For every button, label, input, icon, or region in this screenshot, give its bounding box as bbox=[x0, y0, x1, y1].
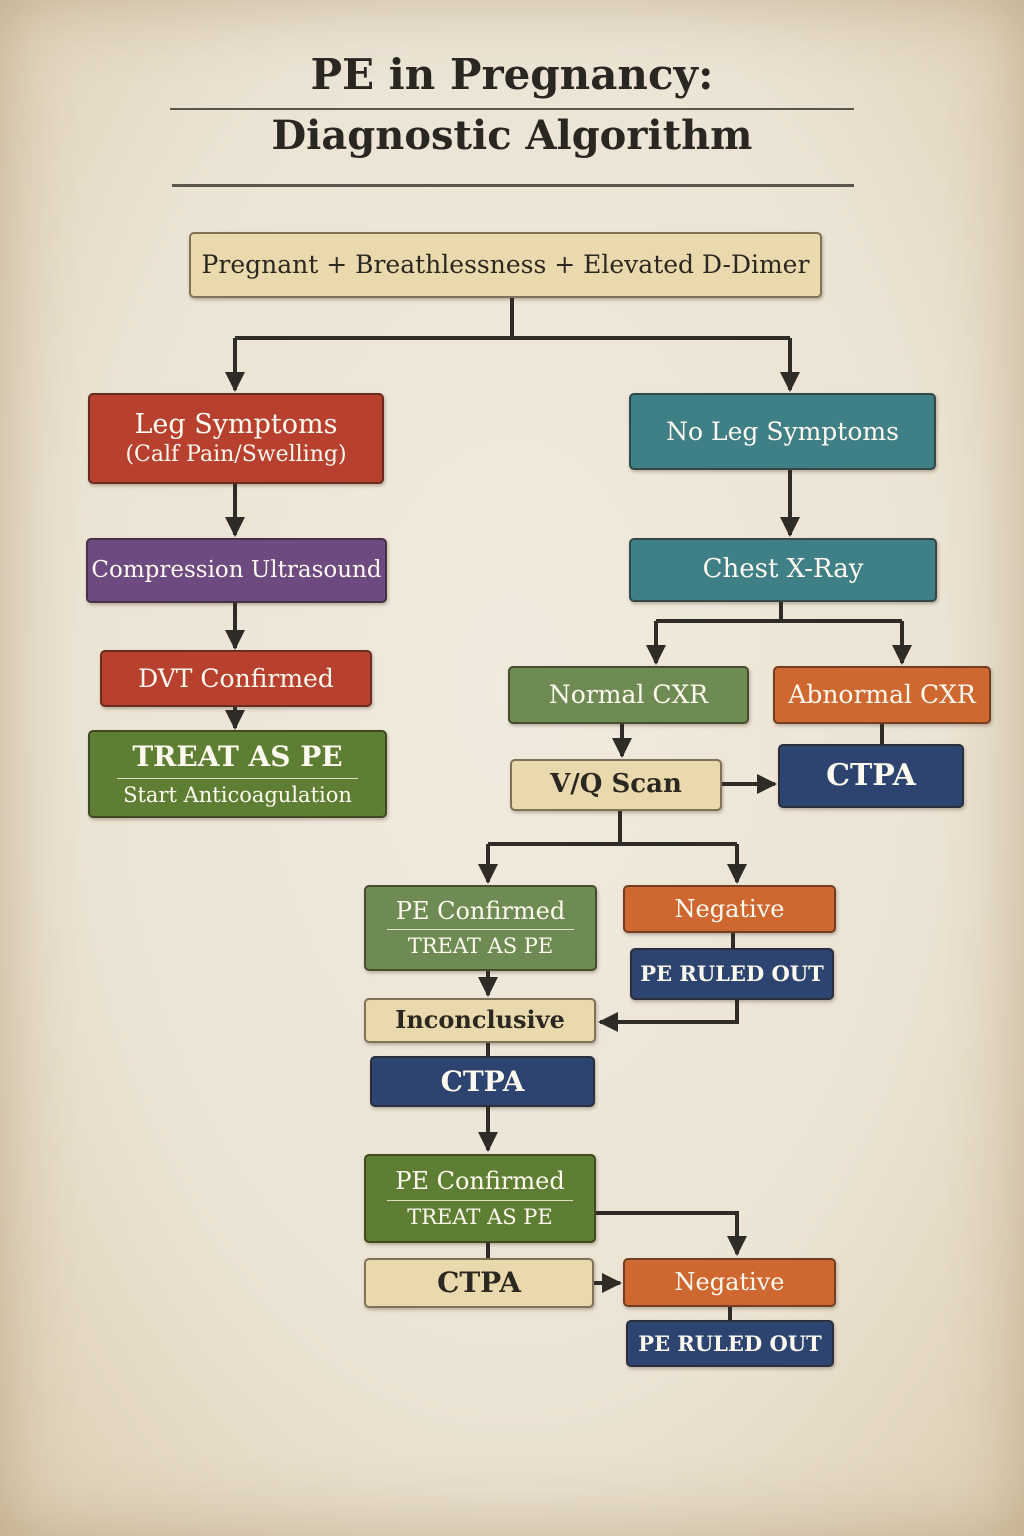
ctpa-pe-confirmed-label: PE Confirmed bbox=[395, 1167, 565, 1195]
compression-ultrasound-label: Compression Ultrasound bbox=[91, 556, 382, 583]
treat-divider bbox=[116, 777, 359, 779]
normal-cxr-box: Normal CXR bbox=[508, 666, 749, 724]
arrow-to-inconclusive bbox=[598, 1000, 739, 1032]
no-leg-symptoms-label: No Leg Symptoms bbox=[666, 416, 899, 446]
dvt-confirmed-box: DVT Confirmed bbox=[100, 650, 372, 707]
normal-cxr-label: Normal CXR bbox=[548, 680, 709, 709]
ctpa-treat-label: TREAT AS PE bbox=[407, 1204, 553, 1229]
vq-negative-box: Negative bbox=[623, 885, 836, 933]
title-underline bbox=[172, 184, 854, 187]
abnormal-cxr-box: Abnormal CXR bbox=[773, 666, 991, 724]
vq-pe-divider bbox=[386, 929, 575, 931]
page-subtitle: Diagnostic Algorithm bbox=[271, 112, 753, 159]
vq-pe-confirmed-box: PE Confirmed TREAT AS PE bbox=[364, 885, 597, 971]
ctpa-main-label: CTPA bbox=[440, 1064, 525, 1098]
leg-symptoms-box: Leg Symptoms (Calf Pain/Swelling) bbox=[88, 393, 384, 484]
inconclusive-label: Inconclusive bbox=[395, 1005, 565, 1035]
vq-pe-ruled-out-box: PE RULED OUT bbox=[630, 948, 834, 1000]
vq-scan-box: V/Q Scan bbox=[510, 759, 722, 811]
vq-scan-label: V/Q Scan bbox=[550, 769, 682, 800]
dvt-confirmed-label: DVT Confirmed bbox=[138, 663, 334, 693]
inconclusive-box: Inconclusive bbox=[364, 998, 596, 1043]
title-divider bbox=[170, 108, 854, 110]
ctpa-pe-divider bbox=[386, 1199, 574, 1201]
ctpa-abnormal-box: CTPA bbox=[778, 744, 964, 808]
vq-pe-confirmed-label: PE Confirmed bbox=[395, 896, 566, 925]
chest-xray-label: Chest X-Ray bbox=[702, 554, 864, 585]
ctpa-negative-box: Negative bbox=[623, 1258, 836, 1307]
ctpa-pe-confirmed-box: PE Confirmed TREAT AS PE bbox=[364, 1154, 596, 1243]
vq-treat-label: TREAT AS PE bbox=[407, 934, 554, 959]
treat-as-pe-box: TREAT AS PE Start Anticoagulation bbox=[88, 730, 387, 818]
start-criteria-label: Pregnant + Breathlessness + Elevated D-D… bbox=[201, 250, 810, 279]
treat-as-pe-label: TREAT AS PE bbox=[132, 740, 343, 774]
leg-symptoms-label: Leg Symptoms bbox=[134, 409, 338, 441]
ctpa-pe-ruled-out-label: PE RULED OUT bbox=[638, 1330, 822, 1356]
ctpa-followup-label: CTPA bbox=[437, 1266, 521, 1300]
start-criteria-box: Pregnant + Breathlessness + Elevated D-D… bbox=[189, 232, 822, 298]
leg-symptoms-sublabel: (Calf Pain/Swelling) bbox=[125, 441, 347, 467]
chest-xray-box: Chest X-Ray bbox=[629, 538, 937, 602]
abnormal-cxr-label: Abnormal CXR bbox=[788, 680, 976, 709]
ctpa-followup-box: CTPA bbox=[364, 1258, 594, 1308]
ctpa-abnormal-label: CTPA bbox=[826, 758, 916, 793]
arrow-start-split bbox=[235, 298, 790, 340]
page-title: PE in Pregnancy: bbox=[310, 50, 714, 99]
ctpa-pe-ruled-out-box: PE RULED OUT bbox=[626, 1320, 834, 1367]
arrow-pe-to-negative bbox=[596, 1211, 747, 1256]
compression-ultrasound-box: Compression Ultrasound bbox=[86, 538, 387, 603]
no-leg-symptoms-box: No Leg Symptoms bbox=[629, 393, 936, 470]
start-anticoagulation-label: Start Anticoagulation bbox=[123, 782, 352, 807]
ctpa-main-box: CTPA bbox=[370, 1056, 595, 1107]
vq-pe-ruled-out-label: PE RULED OUT bbox=[640, 961, 824, 987]
ctpa-negative-label: Negative bbox=[674, 1268, 785, 1297]
arrow-vq-split bbox=[488, 811, 737, 846]
vq-negative-label: Negative bbox=[674, 894, 785, 923]
arrow-cxr-split bbox=[656, 602, 902, 623]
